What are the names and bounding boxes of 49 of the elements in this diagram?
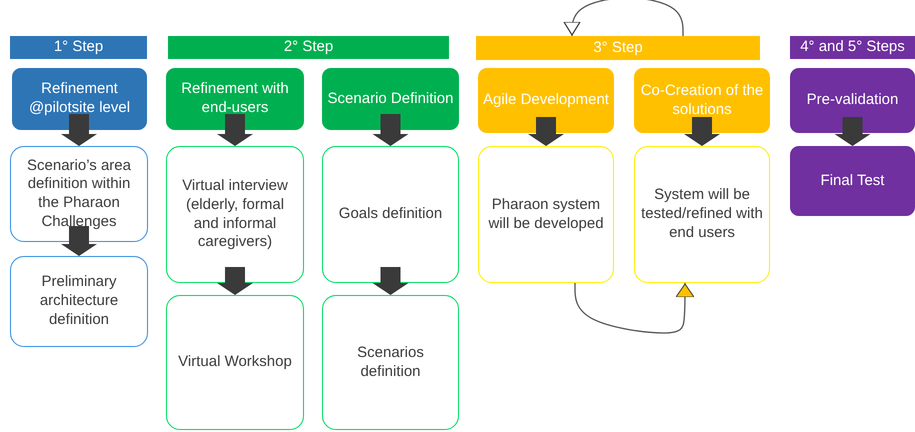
block-arrow [61, 226, 97, 256]
task-box [322, 146, 459, 283]
label-text: Pre-validation [806, 91, 898, 110]
block-arrow [61, 114, 97, 146]
label-text: Preliminary architecture definition [38, 273, 120, 330]
block-arrow [372, 267, 408, 295]
step-banner [476, 36, 760, 60]
label-text: Co-Creation of the solutions [640, 82, 764, 120]
step-banner [10, 36, 147, 59]
block-arrow [834, 117, 870, 146]
label-text: Scenario’s area definition within the Pharaon Challenges [26, 156, 132, 232]
step-banner [790, 36, 915, 59]
task-box [166, 295, 304, 430]
task-box [10, 256, 148, 347]
label-text: System will be tested/refined with end users [640, 186, 764, 243]
step-banner [168, 36, 449, 59]
task-box [10, 146, 148, 242]
task-box [166, 146, 304, 283]
label-text: Goals definition [338, 205, 442, 224]
task-box [322, 295, 459, 430]
label-text: Scenario Definition [328, 90, 454, 108]
label-text: 1° Step [54, 38, 104, 57]
phase-box [322, 68, 459, 130]
phase-box [12, 68, 147, 130]
task-box [478, 146, 614, 283]
phase-box [790, 68, 915, 133]
block-arrow [684, 117, 720, 146]
label-text: Refinement with end-users [180, 80, 290, 118]
block-arrow [372, 114, 408, 146]
block-arrow [528, 117, 564, 146]
block-arrow [217, 114, 253, 146]
task-box [790, 146, 915, 216]
label-text: 3° Step [593, 38, 643, 58]
label-text: Virtual interview (elderly, formal and informal caregivers) [181, 177, 289, 252]
label-text: 4° and 5° Steps [800, 38, 905, 57]
task-box [634, 146, 770, 283]
curved-arrow [563, 0, 684, 36]
label-text: Scenarios definition [356, 344, 425, 382]
label-text: Final Test [820, 172, 884, 190]
curved-arrow [574, 283, 694, 334]
block-arrow [217, 267, 253, 295]
label-text: Agile Development [483, 91, 609, 110]
label-text: Refinement @pilotsite level [28, 80, 132, 118]
phase-box [634, 68, 770, 133]
label-text: 2° Step [284, 38, 334, 57]
phase-box [478, 68, 614, 133]
label-text: Virtual Workshop [178, 353, 292, 372]
label-text: Pharaon system will be developed [487, 196, 605, 234]
phase-box [166, 68, 304, 130]
